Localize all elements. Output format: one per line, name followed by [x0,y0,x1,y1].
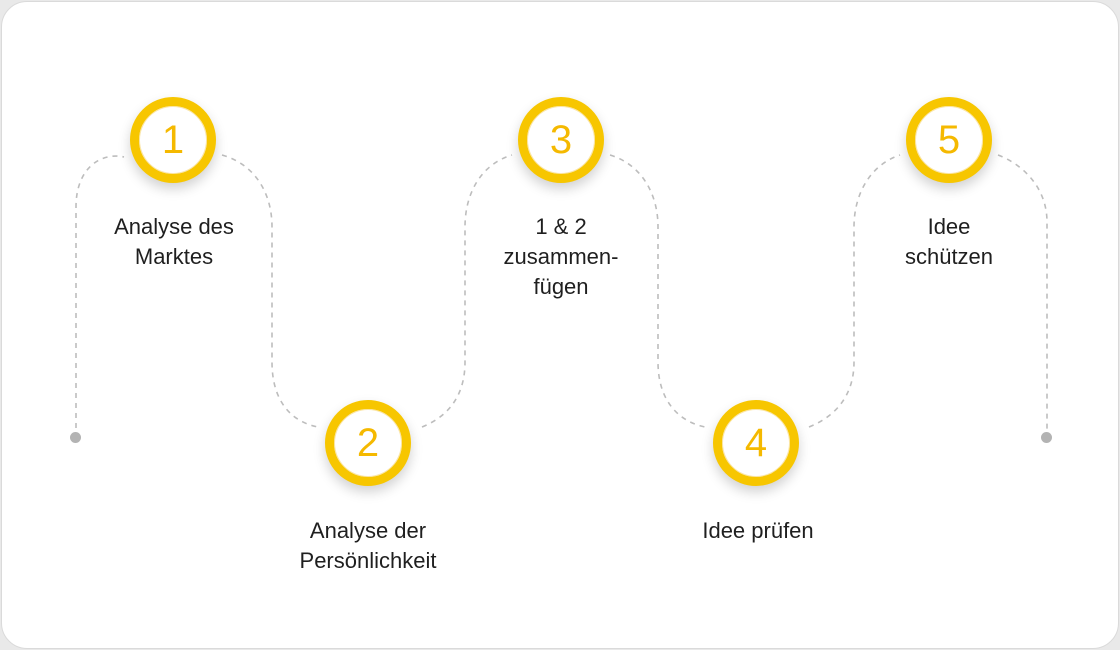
step-4-number: 4 [744,421,768,465]
start-dot [70,432,81,443]
step-5-label: Idee schützen [839,212,1059,272]
step-1-label: Analyse des Marktes [64,212,284,272]
step-3-number: 3 [549,118,573,162]
step-3-label-line-3: fügen [533,274,589,299]
step-2-number: 2 [356,421,380,465]
step-4-label: Idee prüfen [648,516,868,546]
step-4-circle: 4 [713,400,799,486]
step-2-circle: 2 [325,400,411,486]
end-dot [1041,432,1052,443]
step-1-circle: 1 [130,97,216,183]
step-2-label: Analyse der Persönlichkeit [258,516,478,576]
step-3-label-line-1: 1 & 2 [535,214,587,239]
step-3-label: 1 & 2 zusammen- fügen [451,212,671,302]
step-1-label-line-1: Analyse des [114,214,234,239]
step-2-label-line-2: Persönlichkeit [299,548,437,573]
step-5-label-line-2: schützen [904,244,994,269]
connector-line [75,154,1048,438]
step-1-number: 1 [161,118,185,162]
step-5-number: 5 [937,118,961,162]
step-3-circle: 3 [518,97,604,183]
step-5-label-line-1: Idee [927,214,971,239]
step-2-label-line-1: Analyse der [309,518,427,543]
step-5-circle: 5 [906,97,992,183]
step-1-label-line-2: Marktes [134,244,214,269]
step-4-label-line-1: Idee prüfen [702,518,814,543]
step-3-label-line-2: zusammen- [503,244,619,269]
